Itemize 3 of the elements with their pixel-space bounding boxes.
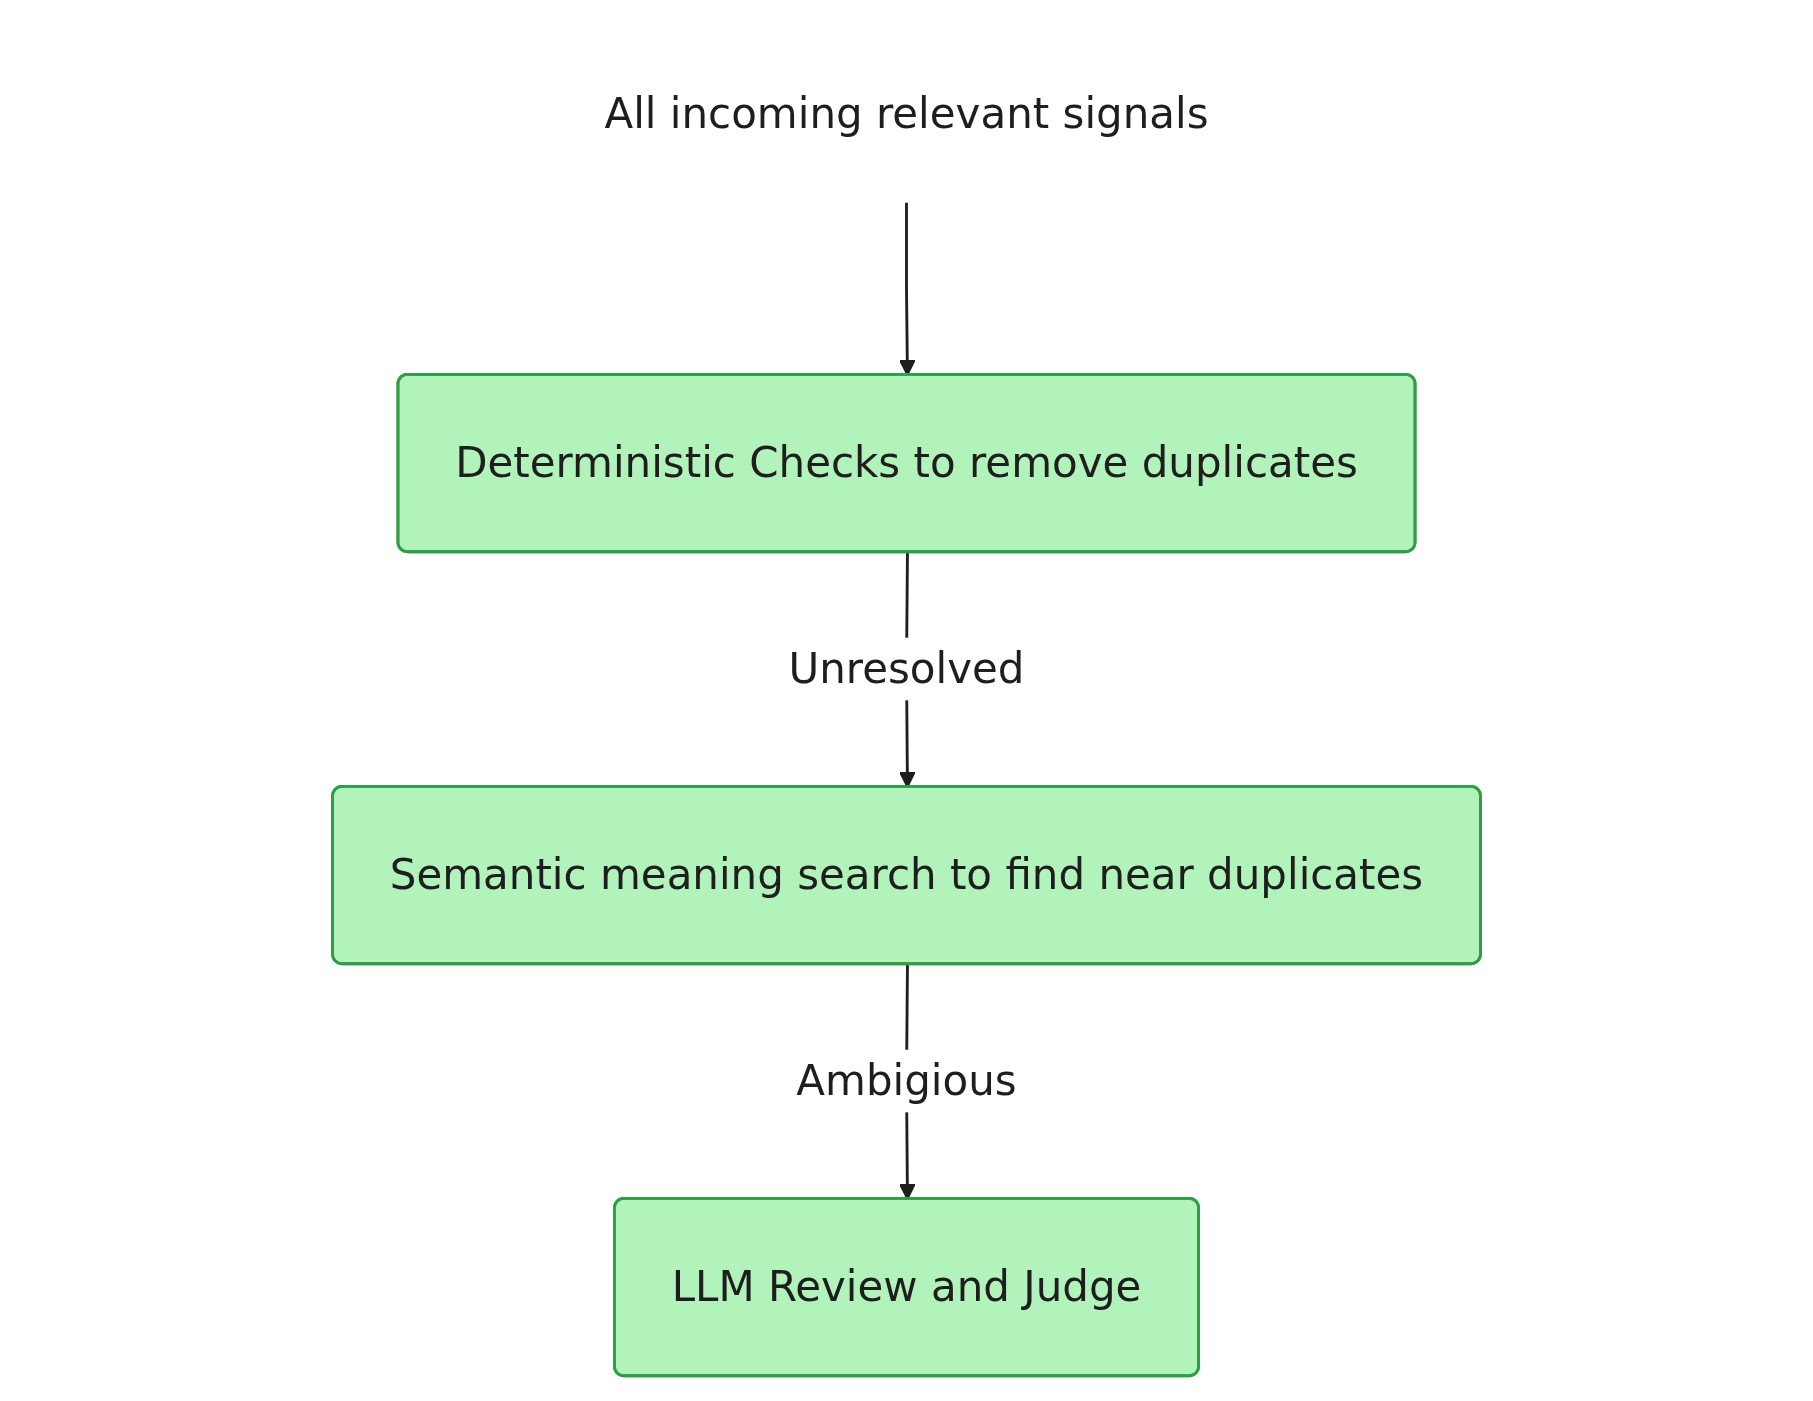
edge-label: Ambigious — [796, 1057, 1017, 1105]
edge-label: Unresolved — [788, 645, 1025, 693]
node-text: All incoming relevant signals — [604, 90, 1209, 138]
